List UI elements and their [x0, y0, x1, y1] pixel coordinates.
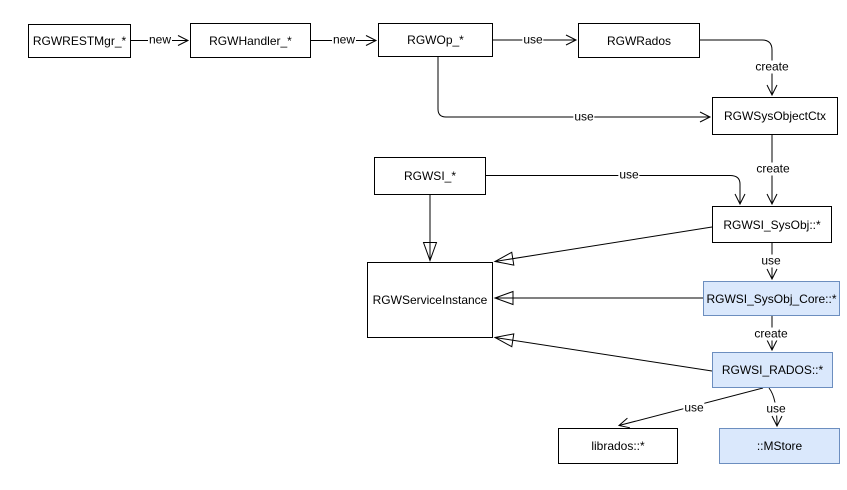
edge-sysobj-inherits-serviceinstance [493, 226, 713, 266]
node-librados: librados::* [558, 428, 678, 464]
edge-label-use-op-rados: use [522, 32, 544, 47]
edge-label-use-op-ctx: use [573, 109, 595, 124]
edge-label-new-handler-op: new [331, 32, 357, 47]
edge-rgwsi-use-sysobj [486, 175, 746, 206]
node-rgw-handler: RGWHandler_* [190, 23, 311, 58]
node-rgwsi-sysobj-core: RGWSI_SysObj_Core::* [703, 281, 840, 316]
edge-label-new-restmgr-handler: new [147, 32, 173, 47]
edge-label-use-rados-mstore: use [765, 401, 787, 416]
edge-label-use-rados-librados: use [683, 400, 705, 415]
edge-rados-create-sysobjectctx [700, 39, 778, 97]
node-rgwsi-rados: RGWSI_RADOS::* [712, 352, 833, 388]
node-mstore: ::MStore [719, 428, 840, 464]
node-rgw-sys-object-ctx: RGWSysObjectCtx [712, 97, 838, 135]
edge-label-create-ctx-sysobj: create [755, 161, 791, 176]
edge-label-use-rgwsi-sysobj: use [618, 167, 640, 182]
node-rgwsi: RGWSI_* [374, 157, 486, 195]
node-rgw-op: RGWOp_* [378, 23, 493, 57]
edge-rados-inherits-serviceinstance [493, 333, 713, 372]
node-rgw-service-instance: RGWServiceInstance [367, 262, 493, 338]
edge-label-use-sysobj-core: use [760, 253, 782, 268]
edge-label-create-core-rados: create [753, 326, 789, 341]
node-rgw-rest-mgr: RGWRESTMgr_* [28, 24, 131, 58]
node-rgwsi-sysobj: RGWSI_SysObj::* [712, 206, 832, 243]
edge-label-create-rados-ctx: create [754, 59, 790, 74]
edge-op-use-sysobjectctx [437, 57, 712, 123]
node-rgw-rados: RGWRados [578, 23, 700, 58]
